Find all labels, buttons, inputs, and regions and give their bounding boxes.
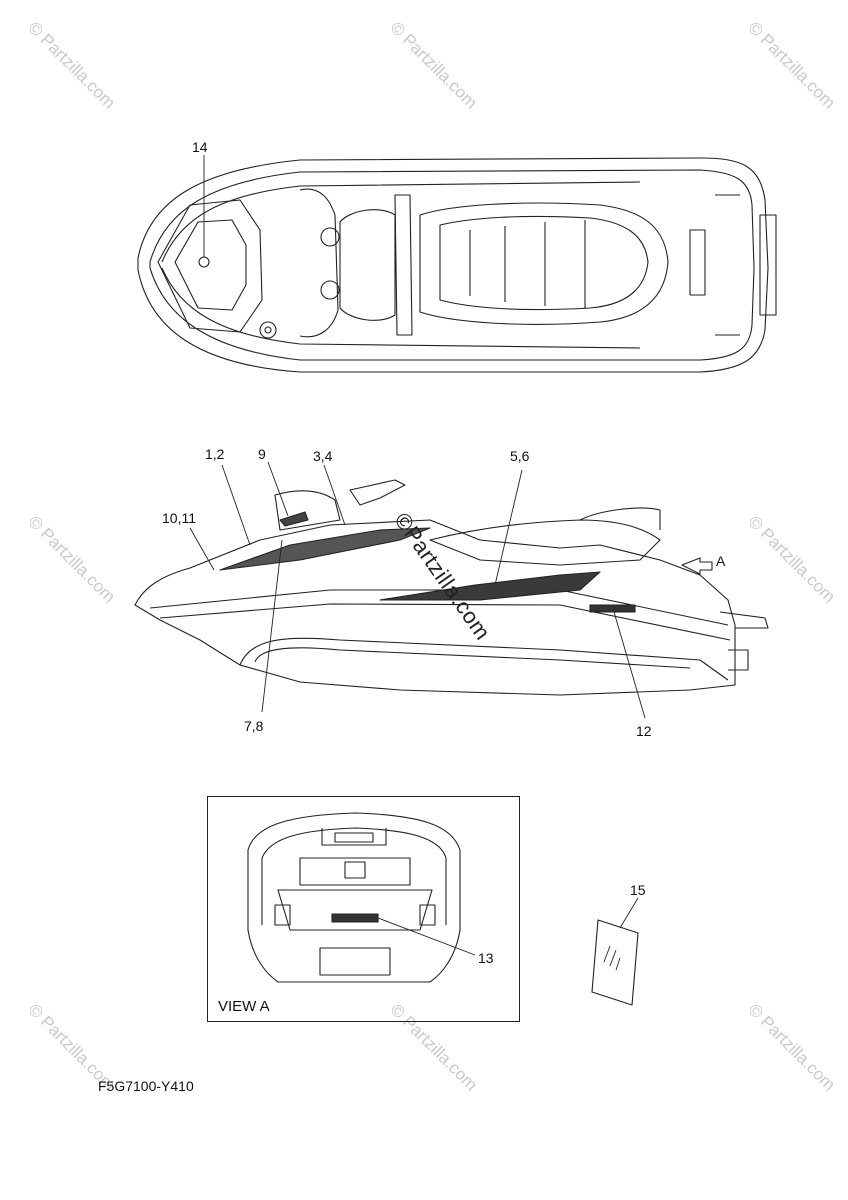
leader-10-11 <box>189 527 215 571</box>
bow-panel <box>157 199 263 333</box>
callout-arrow-a: A <box>716 553 726 569</box>
leader-1-2 <box>221 464 251 546</box>
side-handlebar <box>349 479 406 506</box>
callout-5-6: 5,6 <box>510 448 530 464</box>
decal-5-6-stripe <box>379 571 601 601</box>
leader-13 <box>377 917 476 956</box>
callout-12: 12 <box>636 723 652 739</box>
callout-9: 9 <box>258 446 266 462</box>
part-code: F5G7100-Y410 <box>98 1078 194 1094</box>
top-hull-inner-2 <box>161 181 641 349</box>
view-a-frame <box>207 796 520 1022</box>
decal-12 <box>589 604 636 613</box>
decal-7-8-stripe <box>219 527 431 571</box>
view-a-label: VIEW A <box>218 998 270 1015</box>
callout-10-11: 10,11 <box>162 510 196 526</box>
callout-13: 13 <box>478 950 494 966</box>
leader-9 <box>267 461 289 517</box>
stern-outline <box>247 812 461 983</box>
view-a-arrow <box>681 557 713 575</box>
callout-3-4: 3,4 <box>313 448 333 464</box>
side-hull-outline <box>134 519 736 696</box>
leader-15 <box>619 897 639 929</box>
leader-3-4 <box>323 464 346 526</box>
part-15-card <box>591 919 639 1006</box>
callout-14: 14 <box>192 139 208 155</box>
stern-panel <box>689 229 706 296</box>
callout-1-2: 1,2 <box>205 446 225 462</box>
leader-5-6 <box>494 469 523 586</box>
decal-13-plate <box>331 913 379 923</box>
top-hull-outline <box>137 157 769 373</box>
decal-9 <box>279 511 309 527</box>
top-hull-inner-1 <box>149 169 755 361</box>
callout-15: 15 <box>630 882 646 898</box>
stern-top-box <box>321 828 387 846</box>
handlebar <box>299 188 339 338</box>
seat <box>419 202 669 325</box>
callout-7-8: 7,8 <box>244 718 264 734</box>
leader-12 <box>613 611 646 719</box>
leader-7-8 <box>261 539 283 713</box>
